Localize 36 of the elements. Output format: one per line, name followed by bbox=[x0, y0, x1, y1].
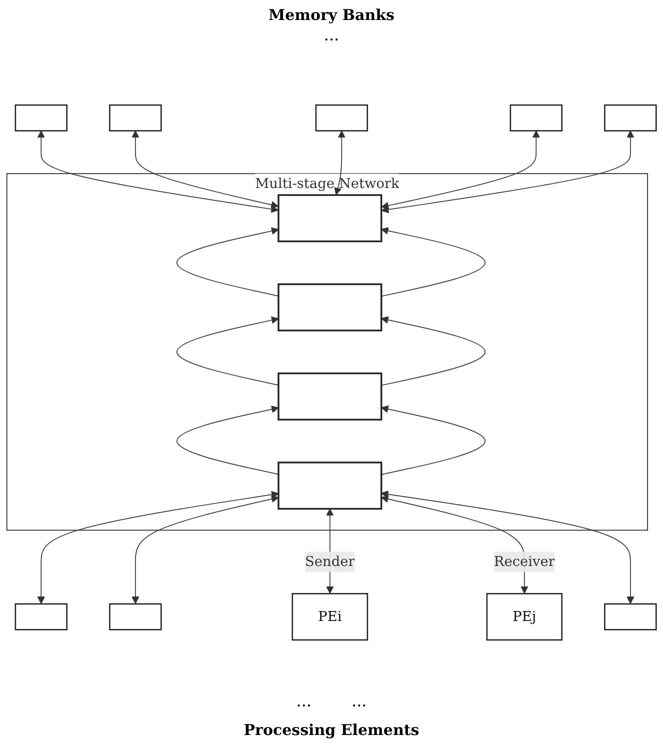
node-bar bbox=[278, 283, 382, 332]
node-box bbox=[604, 104, 657, 132]
node-box bbox=[510, 104, 562, 132]
node-box bbox=[315, 104, 368, 132]
node-box: PEj bbox=[486, 593, 562, 641]
arrow bbox=[380, 316, 486, 386]
arrow bbox=[132, 495, 279, 604]
node-bar bbox=[278, 372, 382, 420]
arrow bbox=[37, 490, 279, 604]
node-box bbox=[109, 104, 162, 132]
node-box bbox=[14, 104, 68, 132]
node-box bbox=[14, 603, 68, 630]
arrow bbox=[132, 130, 278, 208]
arrow bbox=[380, 227, 486, 297]
arrow bbox=[37, 130, 278, 213]
ellipsis-label: ··· bbox=[324, 30, 340, 49]
node-bar bbox=[278, 194, 382, 242]
arrow bbox=[381, 490, 634, 604]
arrow bbox=[381, 495, 528, 594]
node-box bbox=[604, 603, 657, 630]
node-bar bbox=[278, 462, 382, 510]
arrow bbox=[334, 130, 346, 196]
edge-label: Sender bbox=[305, 553, 355, 570]
edge-label: Receiver bbox=[494, 553, 555, 570]
arrow bbox=[381, 130, 540, 210]
node-box: PEi bbox=[292, 593, 368, 641]
arrow bbox=[176, 406, 279, 475]
diagram-caption: Processing Elements bbox=[244, 721, 420, 739]
diagram-title: Memory Banks bbox=[268, 6, 394, 24]
ellipsis-label: ··· bbox=[296, 696, 312, 715]
ellipsis-label: ··· bbox=[352, 696, 367, 715]
arrow bbox=[381, 130, 634, 214]
arrow bbox=[380, 405, 486, 475]
arrow bbox=[176, 316, 279, 386]
arrow bbox=[176, 227, 279, 296]
node-box bbox=[109, 603, 162, 630]
